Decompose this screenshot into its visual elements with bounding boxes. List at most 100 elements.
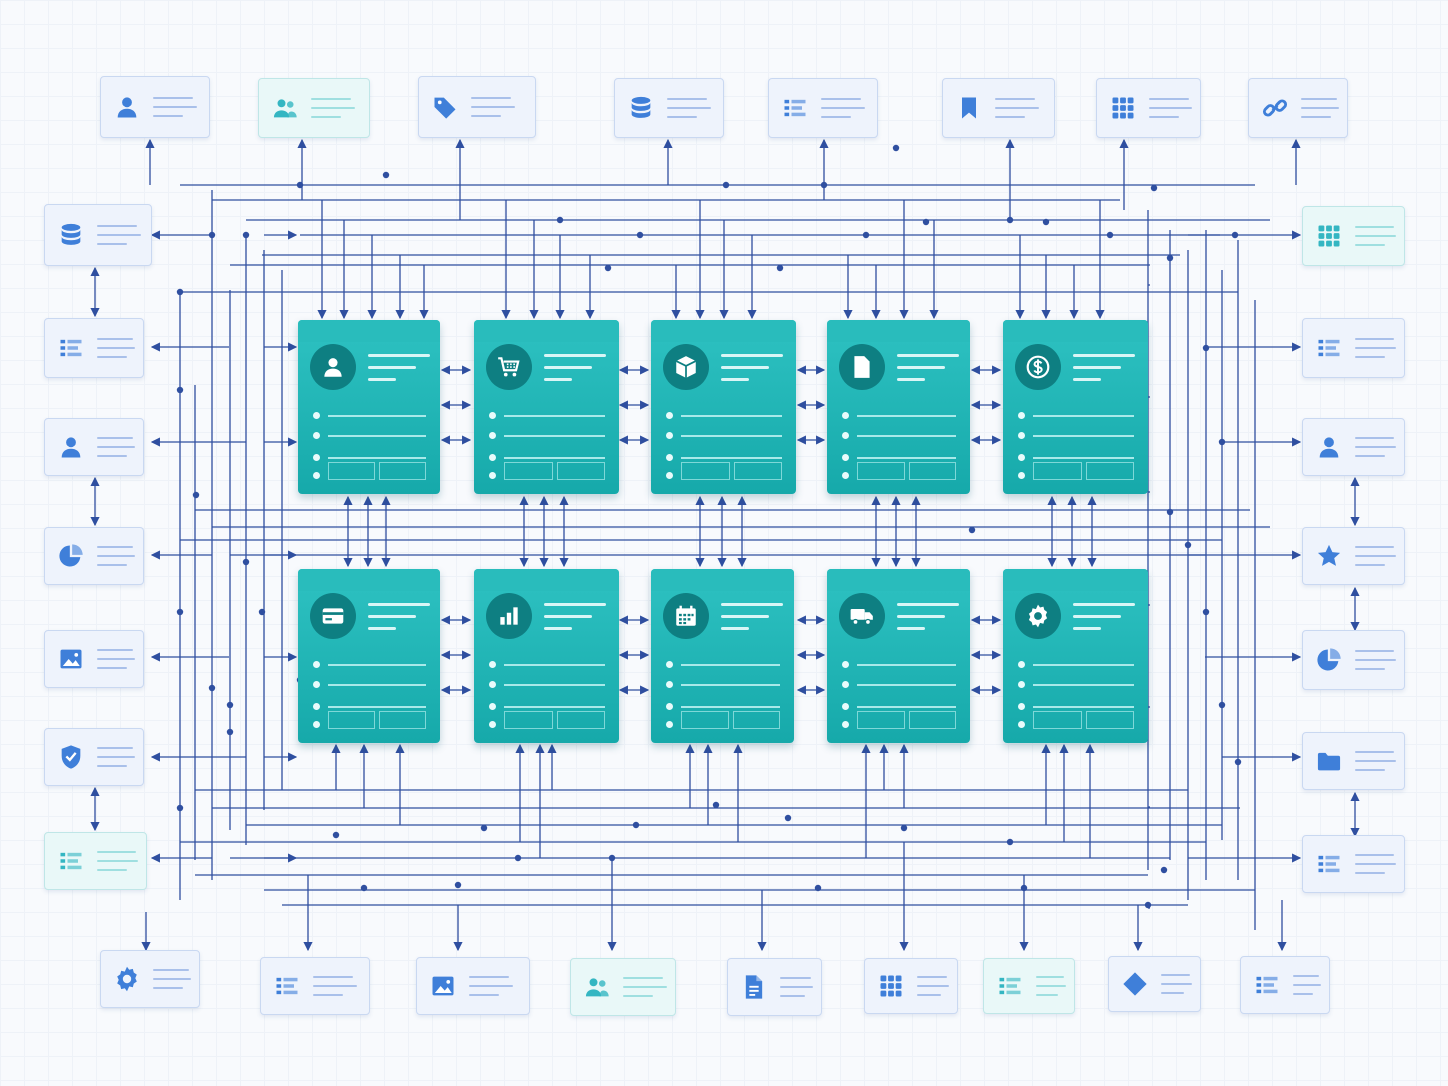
text-placeholder	[667, 116, 697, 118]
bullet-dot	[1018, 721, 1025, 728]
secondary-node-card[interactable]	[44, 728, 144, 786]
junction-dot	[556, 216, 564, 224]
secondary-node-card[interactable]	[1108, 956, 1201, 1012]
text-placeholder	[97, 860, 138, 862]
primary-node-card[interactable]	[827, 320, 970, 494]
text-placeholder	[1301, 116, 1331, 118]
secondary-node-card[interactable]	[983, 958, 1075, 1014]
secondary-node-card[interactable]	[570, 958, 676, 1016]
secondary-node-card[interactable]	[1302, 418, 1405, 476]
caption-placeholder	[544, 378, 572, 381]
bullet-dot	[842, 472, 849, 479]
text-placeholder	[667, 107, 711, 109]
secondary-node-card[interactable]	[1302, 835, 1405, 893]
secondary-node-card[interactable]	[1302, 732, 1405, 790]
text-placeholder	[917, 985, 949, 987]
title-placeholder	[544, 354, 606, 357]
secondary-node-card[interactable]	[1248, 78, 1348, 138]
junction-dot	[1150, 184, 1158, 192]
bullet-dot	[1018, 661, 1025, 668]
row-line	[504, 457, 605, 459]
secondary-node-card[interactable]	[864, 958, 958, 1014]
junction-dot	[176, 288, 184, 296]
junction-dot	[1160, 866, 1168, 874]
secondary-node-card[interactable]	[260, 957, 370, 1015]
secondary-node-card[interactable]	[44, 204, 152, 266]
secondary-node-card[interactable]	[768, 78, 878, 138]
secondary-node-card[interactable]	[1302, 206, 1405, 266]
secondary-node-card[interactable]	[100, 950, 200, 1008]
card-header-bar	[1003, 320, 1148, 342]
secondary-node-card[interactable]	[44, 630, 144, 688]
table-cell	[1033, 462, 1082, 480]
text-placeholder	[97, 455, 127, 457]
secondary-node-card[interactable]	[100, 76, 210, 138]
primary-node-card[interactable]	[651, 569, 794, 743]
text-placeholder	[97, 747, 133, 749]
text-placeholder	[623, 995, 653, 997]
secondary-node-card[interactable]	[1096, 78, 1201, 138]
junction-dot	[900, 824, 908, 832]
secondary-node-card[interactable]	[418, 76, 536, 138]
bullet-dot	[1018, 454, 1025, 461]
credit-card-icon	[310, 593, 356, 639]
text-placeholder	[1355, 854, 1394, 856]
primary-node-card[interactable]	[298, 320, 440, 494]
cart-icon	[486, 344, 532, 390]
text-placeholder	[1355, 347, 1396, 349]
primary-node-card[interactable]	[827, 569, 970, 743]
list-icon	[781, 94, 809, 122]
subtitle-placeholder	[544, 366, 592, 369]
table-cell	[857, 711, 905, 729]
caption-placeholder	[1073, 378, 1101, 381]
primary-node-card[interactable]	[1003, 569, 1148, 743]
bullet-dot	[313, 721, 320, 728]
secondary-node-card[interactable]	[727, 958, 822, 1016]
bullet-dot	[489, 661, 496, 668]
secondary-node-card[interactable]	[1302, 630, 1405, 690]
primary-node-card[interactable]	[474, 320, 619, 494]
bullet-dot	[842, 432, 849, 439]
text-placeholder	[1355, 356, 1385, 358]
secondary-node-card[interactable]	[1302, 527, 1405, 585]
secondary-node-card[interactable]	[416, 957, 530, 1015]
table-cell	[504, 462, 553, 480]
secondary-node-card[interactable]	[44, 527, 144, 585]
primary-node-card[interactable]	[298, 569, 440, 743]
text-placeholder	[1355, 650, 1394, 652]
text-placeholder	[97, 356, 127, 358]
list-icon	[273, 972, 301, 1000]
secondary-node-card[interactable]	[1302, 318, 1405, 378]
secondary-node-card[interactable]	[44, 832, 147, 890]
gear-icon	[113, 965, 141, 993]
secondary-node-card[interactable]	[614, 78, 724, 138]
secondary-node-card[interactable]	[258, 78, 370, 138]
title-placeholder	[368, 603, 430, 606]
primary-node-card[interactable]	[474, 569, 619, 743]
document-icon	[740, 973, 768, 1001]
bullet-dot	[842, 661, 849, 668]
text-placeholder	[97, 564, 127, 566]
image-icon	[429, 972, 457, 1000]
junction-dot	[1042, 218, 1050, 226]
diamond-icon	[1121, 970, 1149, 998]
secondary-node-card[interactable]	[44, 418, 144, 476]
title-placeholder	[721, 354, 783, 357]
junction-dot	[208, 231, 216, 239]
text-placeholder	[1355, 338, 1394, 340]
text-placeholder	[97, 667, 127, 669]
secondary-node-card[interactable]	[942, 78, 1055, 138]
primary-node-card[interactable]	[651, 320, 796, 494]
text-placeholder	[153, 106, 197, 108]
list-icon	[57, 334, 85, 362]
row-line	[857, 435, 956, 437]
secondary-node-card[interactable]	[44, 318, 144, 378]
primary-node-card[interactable]	[1003, 320, 1148, 494]
bullet-dot	[842, 721, 849, 728]
bullet-dot	[489, 721, 496, 728]
bullet-dot	[313, 472, 320, 479]
text-placeholder	[1149, 116, 1179, 118]
secondary-node-card[interactable]	[1240, 956, 1330, 1014]
